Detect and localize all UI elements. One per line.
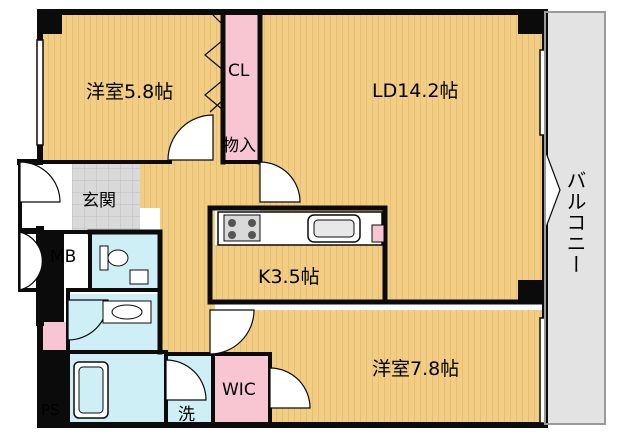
balcony-label: バルコニー: [563, 170, 587, 275]
washbasin-icon: [129, 269, 149, 285]
storage-closet: [223, 114, 260, 160]
door-swing-icon: [19, 11, 561, 409]
corridor-floor: [160, 208, 215, 354]
refrigerator-icon: [371, 224, 385, 243]
wall-block: [518, 12, 545, 34]
wall-block: [518, 280, 545, 302]
balcony: [544, 11, 606, 425]
western-room-2-label: 洋室7.8帖: [372, 358, 460, 380]
washbasin-icon: [102, 300, 152, 324]
laundry-label: 洗: [178, 405, 195, 425]
hall-floor: [140, 162, 260, 208]
ps-shaft: [42, 322, 68, 350]
wall-block: [40, 12, 62, 34]
windows: [36, 39, 547, 424]
balcony-rail: [544, 11, 606, 425]
bathtub-icon: [73, 361, 109, 419]
kitchen-floor: [215, 245, 385, 302]
cl-closet: [223, 12, 260, 114]
wall-block: [40, 232, 64, 322]
wic-closet: [213, 356, 270, 426]
stove-icon: [223, 214, 261, 242]
ps-label: PS: [41, 401, 60, 419]
toilet-icon: [99, 245, 129, 271]
ld-label: LD14.2帖: [372, 80, 459, 102]
sink-icon: [307, 214, 361, 243]
closet-label: CL: [228, 61, 250, 81]
western-room-1-label: 洋室5.8帖: [86, 81, 174, 103]
entrance-tile: [72, 162, 140, 230]
storage-label: 物入: [222, 136, 256, 156]
wic-label: WIC: [222, 380, 256, 400]
entrance-label: 玄関: [82, 191, 116, 211]
kitchen-label: K3.5帖: [258, 266, 320, 288]
mb-label: MB: [50, 247, 77, 267]
wall-block: [40, 350, 68, 425]
